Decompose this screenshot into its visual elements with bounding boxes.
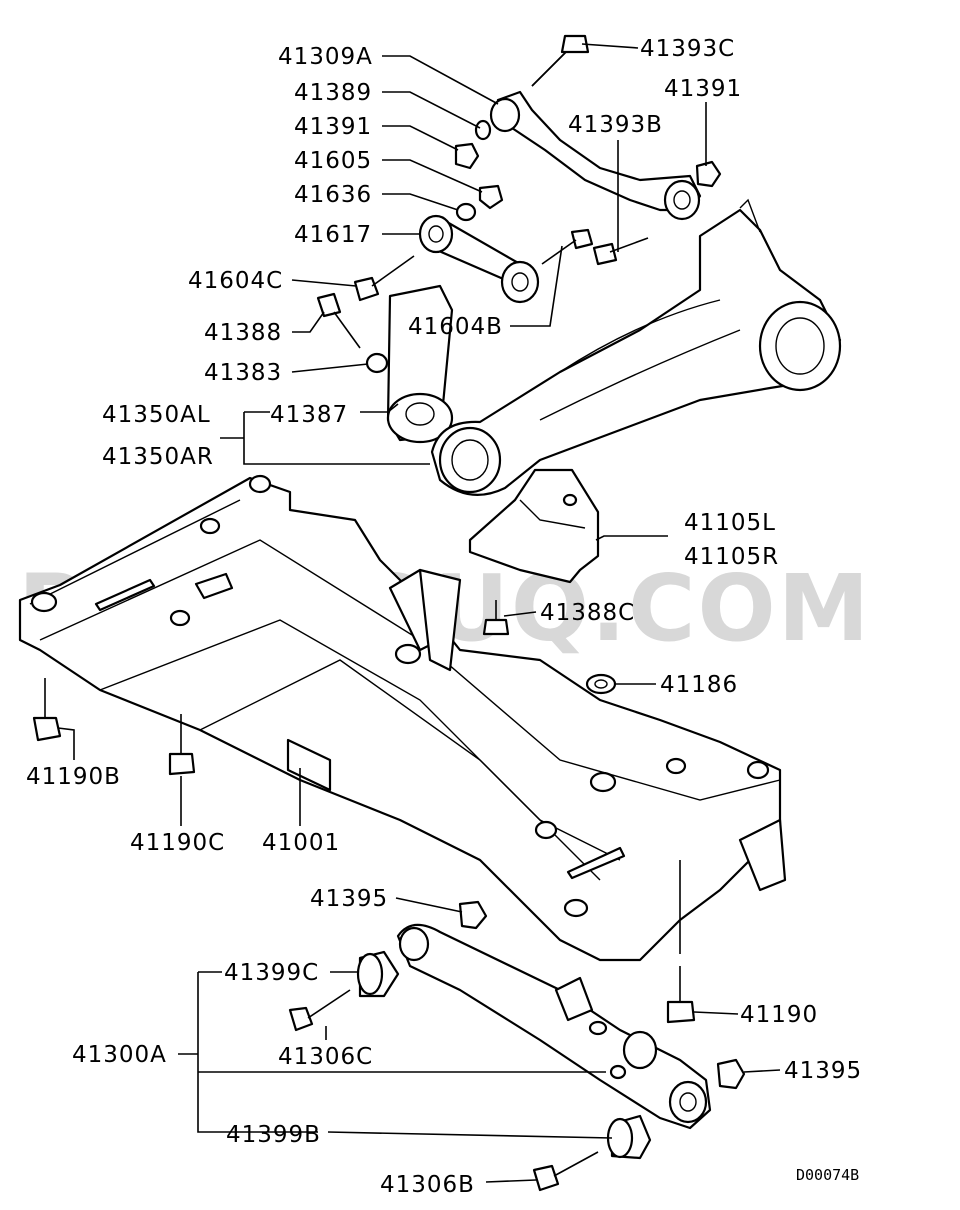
bolt-41388[interactable] bbox=[316, 292, 361, 349]
label-41617[interactable]: 41617 bbox=[294, 222, 372, 248]
bolt-41306C[interactable] bbox=[288, 989, 351, 1032]
lower-arm-41300A[interactable] bbox=[396, 923, 712, 1130]
label-41190B[interactable]: 41190B bbox=[26, 764, 121, 790]
label-41393C[interactable]: 41393C bbox=[640, 36, 735, 62]
part-labels: 41309A 41389 41391 41605 41636 41617 416… bbox=[26, 36, 862, 1198]
bolt-41388C[interactable] bbox=[482, 600, 510, 636]
trailing-arm-41350A[interactable] bbox=[430, 198, 842, 496]
diagram-code: D00074B bbox=[796, 1166, 859, 1184]
label-41190C[interactable]: 41190C bbox=[130, 830, 225, 856]
label-41105R[interactable]: 41105R bbox=[684, 544, 779, 570]
washer-41389[interactable] bbox=[474, 119, 492, 141]
label-41300A[interactable]: 41300A bbox=[72, 1042, 167, 1068]
label-41186[interactable]: 41186 bbox=[660, 672, 738, 698]
label-41399C[interactable]: 41399C bbox=[224, 960, 319, 986]
label-41604B[interactable]: 41604B bbox=[408, 314, 503, 340]
label-41350AR[interactable]: 41350AR bbox=[102, 444, 214, 470]
bolt-41190[interactable] bbox=[666, 966, 696, 1024]
label-41388[interactable]: 41388 bbox=[204, 320, 282, 346]
nut-41605[interactable] bbox=[478, 184, 504, 210]
label-41383[interactable]: 41383 bbox=[204, 360, 282, 386]
label-41105L[interactable]: 41105L bbox=[684, 510, 776, 536]
washer-41186[interactable] bbox=[585, 673, 617, 695]
label-41604C[interactable]: 41604C bbox=[188, 268, 283, 294]
label-41387[interactable]: 41387 bbox=[270, 402, 348, 428]
label-41306B[interactable]: 41306B bbox=[380, 1172, 475, 1198]
label-41636[interactable]: 41636 bbox=[294, 182, 372, 208]
nut-41391-left[interactable] bbox=[454, 142, 480, 170]
bushing-41387[interactable] bbox=[386, 284, 454, 444]
label-41001[interactable]: 41001 bbox=[262, 830, 340, 856]
bracket-41105[interactable] bbox=[468, 468, 600, 584]
label-41395-top[interactable]: 41395 bbox=[310, 886, 388, 912]
label-41190[interactable]: 41190 bbox=[740, 1002, 818, 1028]
label-41309A[interactable]: 41309A bbox=[278, 44, 373, 70]
label-41306C[interactable]: 41306C bbox=[278, 1044, 373, 1070]
nut-41395-right[interactable] bbox=[716, 1058, 746, 1090]
label-41388C[interactable]: 41388C bbox=[540, 600, 635, 626]
nut-41395-top[interactable] bbox=[458, 900, 488, 930]
label-41391-left[interactable]: 41391 bbox=[294, 114, 372, 140]
label-41605[interactable]: 41605 bbox=[294, 148, 372, 174]
label-41391-right[interactable]: 41391 bbox=[664, 76, 742, 102]
toe-link-41617[interactable] bbox=[418, 214, 540, 304]
leader-lines bbox=[57, 43, 781, 1183]
crossmember-41001[interactable] bbox=[18, 474, 787, 962]
label-41395-right[interactable]: 41395 bbox=[784, 1058, 862, 1084]
bolt-41393B[interactable] bbox=[592, 237, 649, 266]
label-41399B[interactable]: 41399B bbox=[226, 1122, 321, 1148]
bolt-41190B[interactable] bbox=[32, 678, 62, 742]
bolt-41306B[interactable] bbox=[532, 1151, 599, 1192]
bolt-41190C[interactable] bbox=[168, 714, 196, 776]
bolt-41604C[interactable] bbox=[353, 255, 415, 302]
washer-41383[interactable] bbox=[365, 352, 389, 374]
washer-41636[interactable] bbox=[455, 202, 477, 222]
label-41389[interactable]: 41389 bbox=[294, 80, 372, 106]
bolt-41604B[interactable] bbox=[541, 228, 594, 265]
upper-arm-41309A[interactable] bbox=[489, 90, 702, 221]
bushing-41399B[interactable] bbox=[606, 1114, 652, 1160]
bolt-41393C[interactable] bbox=[531, 34, 590, 87]
bushing-41399C[interactable] bbox=[356, 950, 400, 998]
nut-41391-right[interactable] bbox=[695, 160, 722, 188]
label-41393B[interactable]: 41393B bbox=[568, 112, 663, 138]
label-41350AL[interactable]: 41350AL bbox=[102, 402, 211, 428]
